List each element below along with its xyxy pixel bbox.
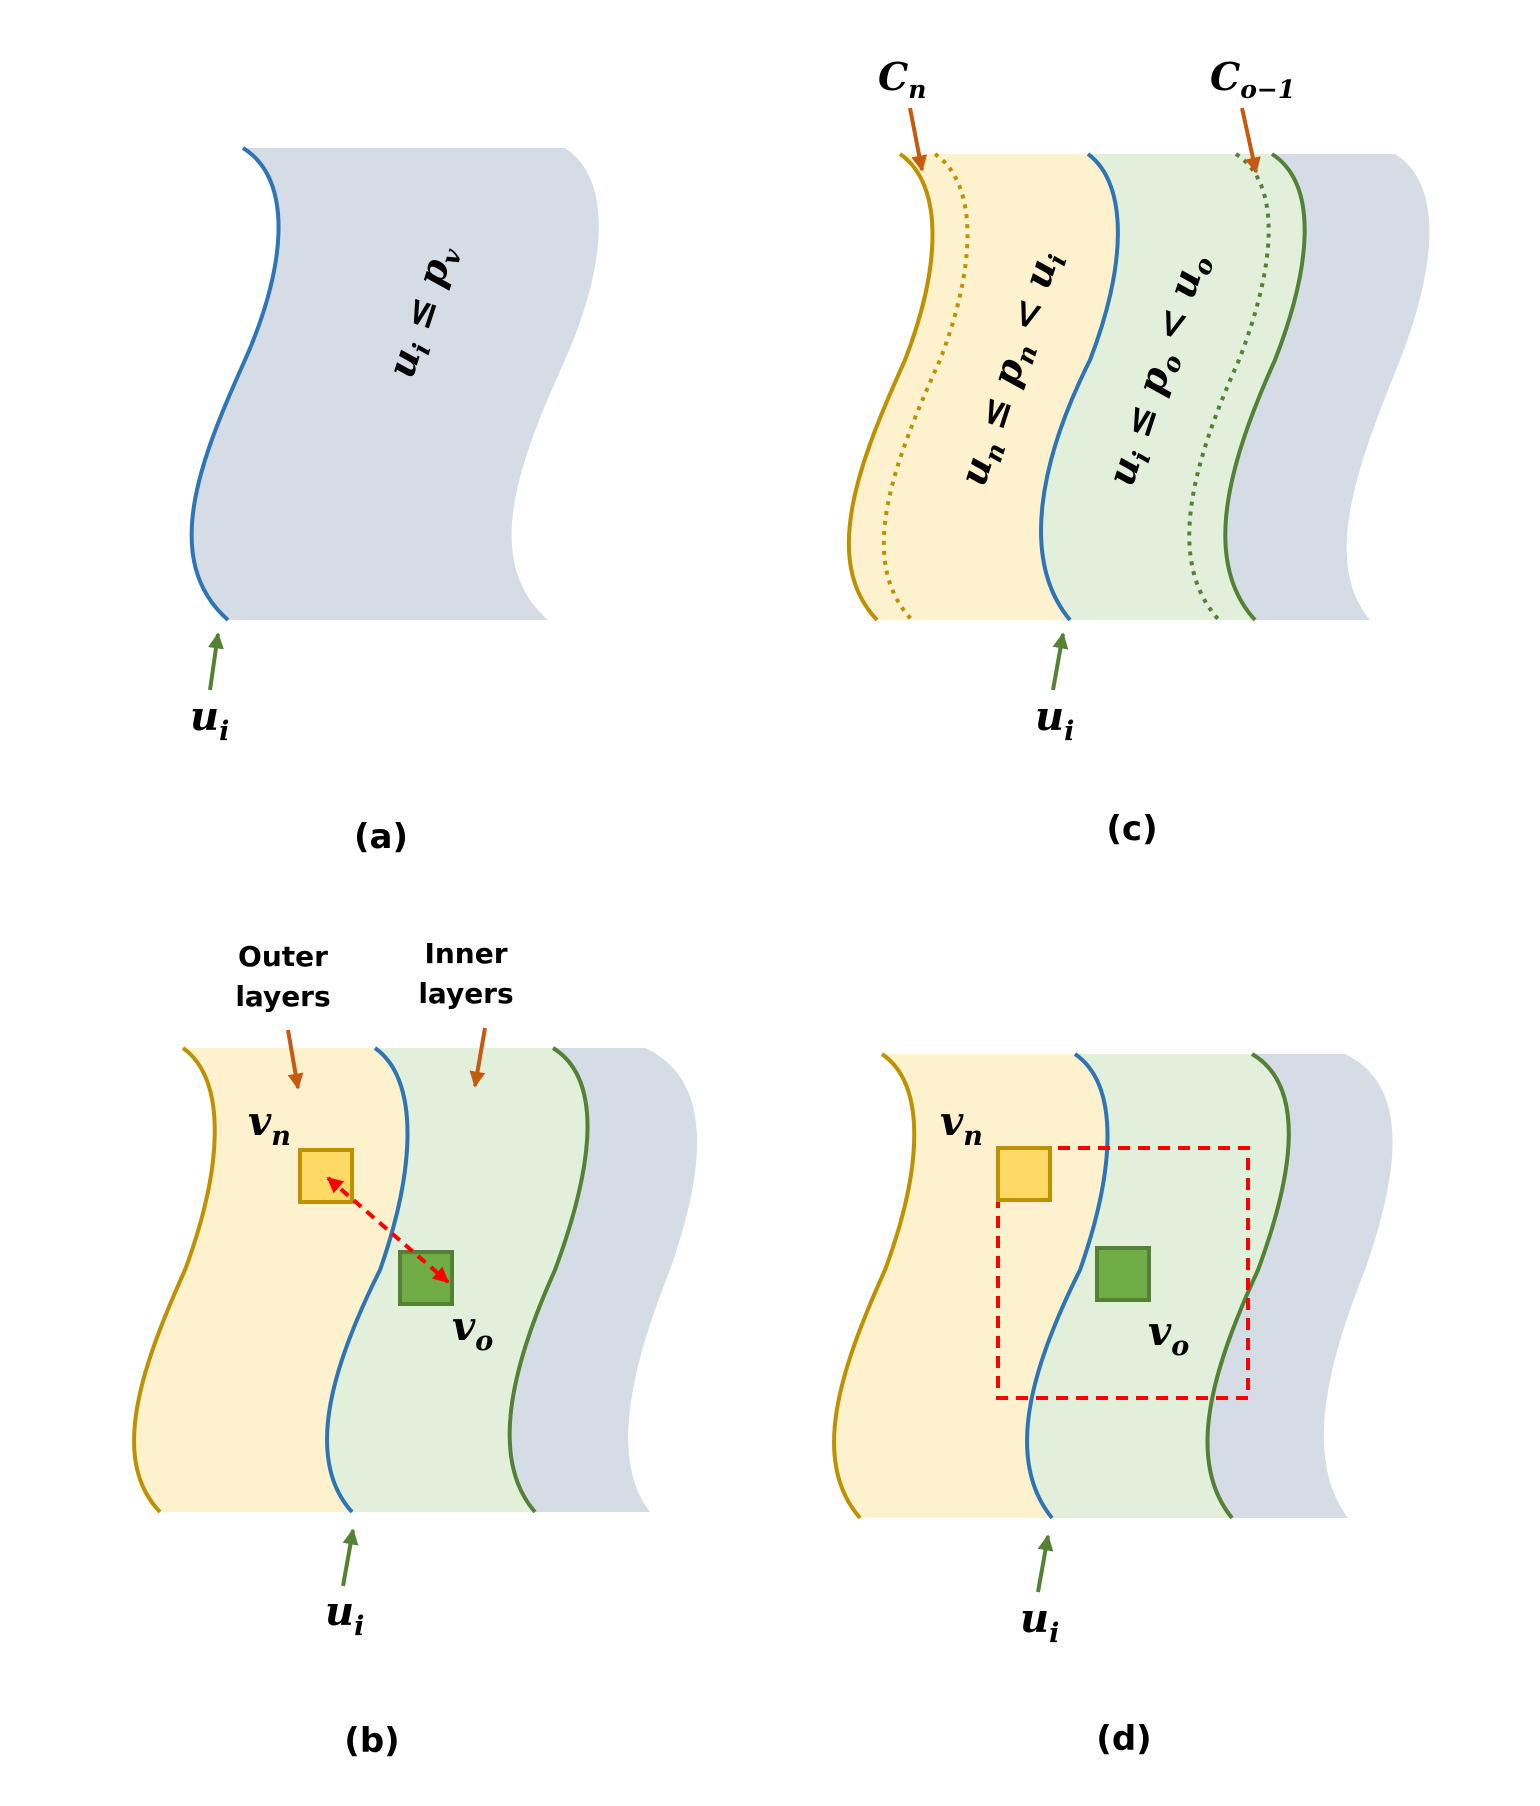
panel-c-gold-boundary [846,152,935,622]
panel-b-caption: (b) [344,1721,399,1761]
panel-d-vo-square [1095,1246,1151,1302]
panel-b-ui-arrow [341,1528,359,1587]
panel-c-green-boundary [1223,152,1307,622]
panel-d-green-boundary [1205,1052,1291,1520]
panel-c-cn-label: Cn [878,54,926,104]
panel-a-ui-label: ui [190,693,229,747]
panel-b-gold-boundary [132,1046,217,1514]
panel-b-green-region [327,1048,588,1512]
panel-b-gray-region [509,1048,698,1512]
panel-d-gold-boundary [832,1052,917,1520]
panel-c-green-region [1041,154,1305,620]
panel-d-gray-region [1207,1054,1393,1518]
panel-d-vo-label: vo [1148,1308,1189,1362]
panel-b-inner-layers-label-2: layers [418,977,513,1010]
panel-c-ui-label: ui [1035,693,1074,747]
panel-c-co-arrow [1240,107,1261,174]
panel-c-gray-region [1225,154,1430,620]
panel-d-vn-square [996,1146,1052,1202]
panel-b-vo-label: vo [452,1303,493,1357]
panel-b-red-double-arrow [326,1176,450,1284]
panel-d-green-region [1027,1054,1289,1518]
panel-b-green-boundary [507,1046,590,1514]
panel-b-inner-layers-label: Inner [424,937,507,970]
panel-b-outer-layers-label: Outer [238,940,328,973]
panel-c-yellow-inequality: un ≤ pn < ui [950,244,1073,492]
panel-b: Outer layers Inner layers vn vo ui (b) [132,937,698,1761]
panel-c-co-label: Co−1 [1210,54,1295,104]
panel-a-blue-boundary [189,146,281,622]
panel-c: un ≤ pn < ui ui ≤ po < uo Cn Co−1 ui (c) [846,54,1430,849]
panel-b-outer-arrow [286,1029,304,1090]
panel-c-caption: (c) [1106,809,1157,849]
panel-b-inner-arrow [469,1027,487,1088]
panel-a-caption: (a) [354,817,408,857]
panel-c-blue-boundary [1039,152,1120,622]
panel-c-green-dotted-co [1187,152,1271,622]
panel-d-ui-arrow [1036,1534,1054,1593]
panel-d-ui-label: ui [1020,1595,1059,1649]
panel-a: ui ≤ pv ui (a) [189,146,599,857]
panel-c-yellow-region [848,154,1118,620]
panel-d-caption: (d) [1096,1719,1151,1759]
panel-d: vn vo ui (d) [832,1052,1393,1759]
panel-b-outer-layers-label-2: layers [235,980,330,1013]
panel-d-blue-boundary [1025,1052,1110,1520]
panel-c-ui-arrow [1051,632,1069,691]
panel-a-ui-arrow [208,632,224,691]
panel-a-gray-region [191,148,599,620]
panel-d-vn-label: vn [940,1098,983,1152]
panel-d-red-dashed-window [996,1146,1250,1400]
panel-c-cn-arrow [908,107,928,172]
panel-b-vn-label: vn [248,1098,291,1152]
panel-b-ui-label: ui [325,1588,364,1642]
